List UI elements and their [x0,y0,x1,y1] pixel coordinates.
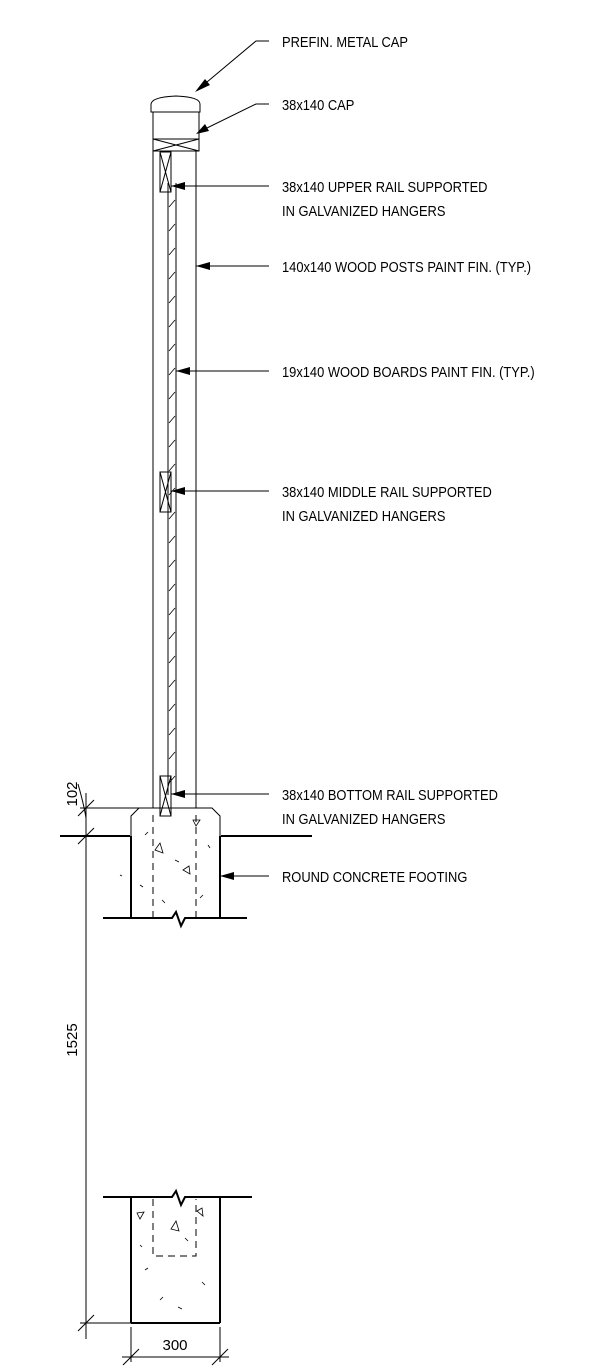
label-middle-rail-line2: IN GALVANIZED HANGERS [282,507,445,524]
label-middle-rail-line1: 38x140 MIDDLE RAIL SUPPORTED [282,483,492,500]
board-hatch-mark [168,247,176,256]
board-hatch-mark [168,271,176,280]
concrete-footing-bottom [103,1188,252,1324]
board-hatch-mark [168,679,176,688]
board-hatch-mark [168,703,176,712]
label-wood-cap: 38x140 CAP [282,96,354,113]
board-hatch-mark [168,559,176,568]
label-bottom-rail-line1: 38x140 BOTTOM RAIL SUPPORTED [282,786,498,803]
label-bottom-rail-line2: IN GALVANIZED HANGERS [282,810,445,827]
bottom-rail [159,775,172,817]
metal-cap [150,95,201,113]
board-hatch-mark [168,535,176,544]
label-posts: 140x140 WOOD POSTS PAINT FIN. (TYP.) [282,258,531,275]
dim-width: 300 [162,1337,187,1354]
board-hatch-mark [168,391,176,400]
middle-rail [159,471,172,513]
board-hatch-mark [168,583,176,592]
board-hatch-mark [168,607,176,616]
board-hatch-mark [168,223,176,232]
board-hatch-mark [168,199,176,208]
dim-above-grade: 102 [64,781,81,806]
board-hatch-mark [168,775,176,784]
board-hatch-mark [168,727,176,736]
board-hatch-mark [168,655,176,664]
label-upper-rail-line2: IN GALVANIZED HANGERS [282,202,445,219]
board-hatch-mark [168,295,176,304]
leader-lines [171,40,269,880]
dimension-lines [77,783,229,1366]
board-hatch-mark [168,343,176,352]
board-hatch-mark [168,511,176,520]
concrete-footing-top [60,807,312,929]
label-metal-cap: PREFIN. METAL CAP [282,33,408,50]
board-hatch-mark [168,367,176,376]
board-hatch-mark [168,631,176,640]
board-hatch-mark [168,415,176,424]
board-hatch-mark [168,751,176,760]
wood-post [152,151,197,808]
label-boards: 19x140 WOOD BOARDS PAINT FIN. (TYP.) [282,363,535,380]
board-hatch-mark [168,439,176,448]
label-upper-rail-line1: 38x140 UPPER RAIL SUPPORTED [282,178,487,195]
wood-cap [152,111,200,152]
wood-board [167,183,177,795]
dim-depth: 1525 [64,1023,81,1056]
board-hatch-mark [168,463,176,472]
label-footing: ROUND CONCRETE FOOTING [282,868,467,885]
upper-rail [159,151,172,193]
board-hatch-mark [168,319,176,328]
